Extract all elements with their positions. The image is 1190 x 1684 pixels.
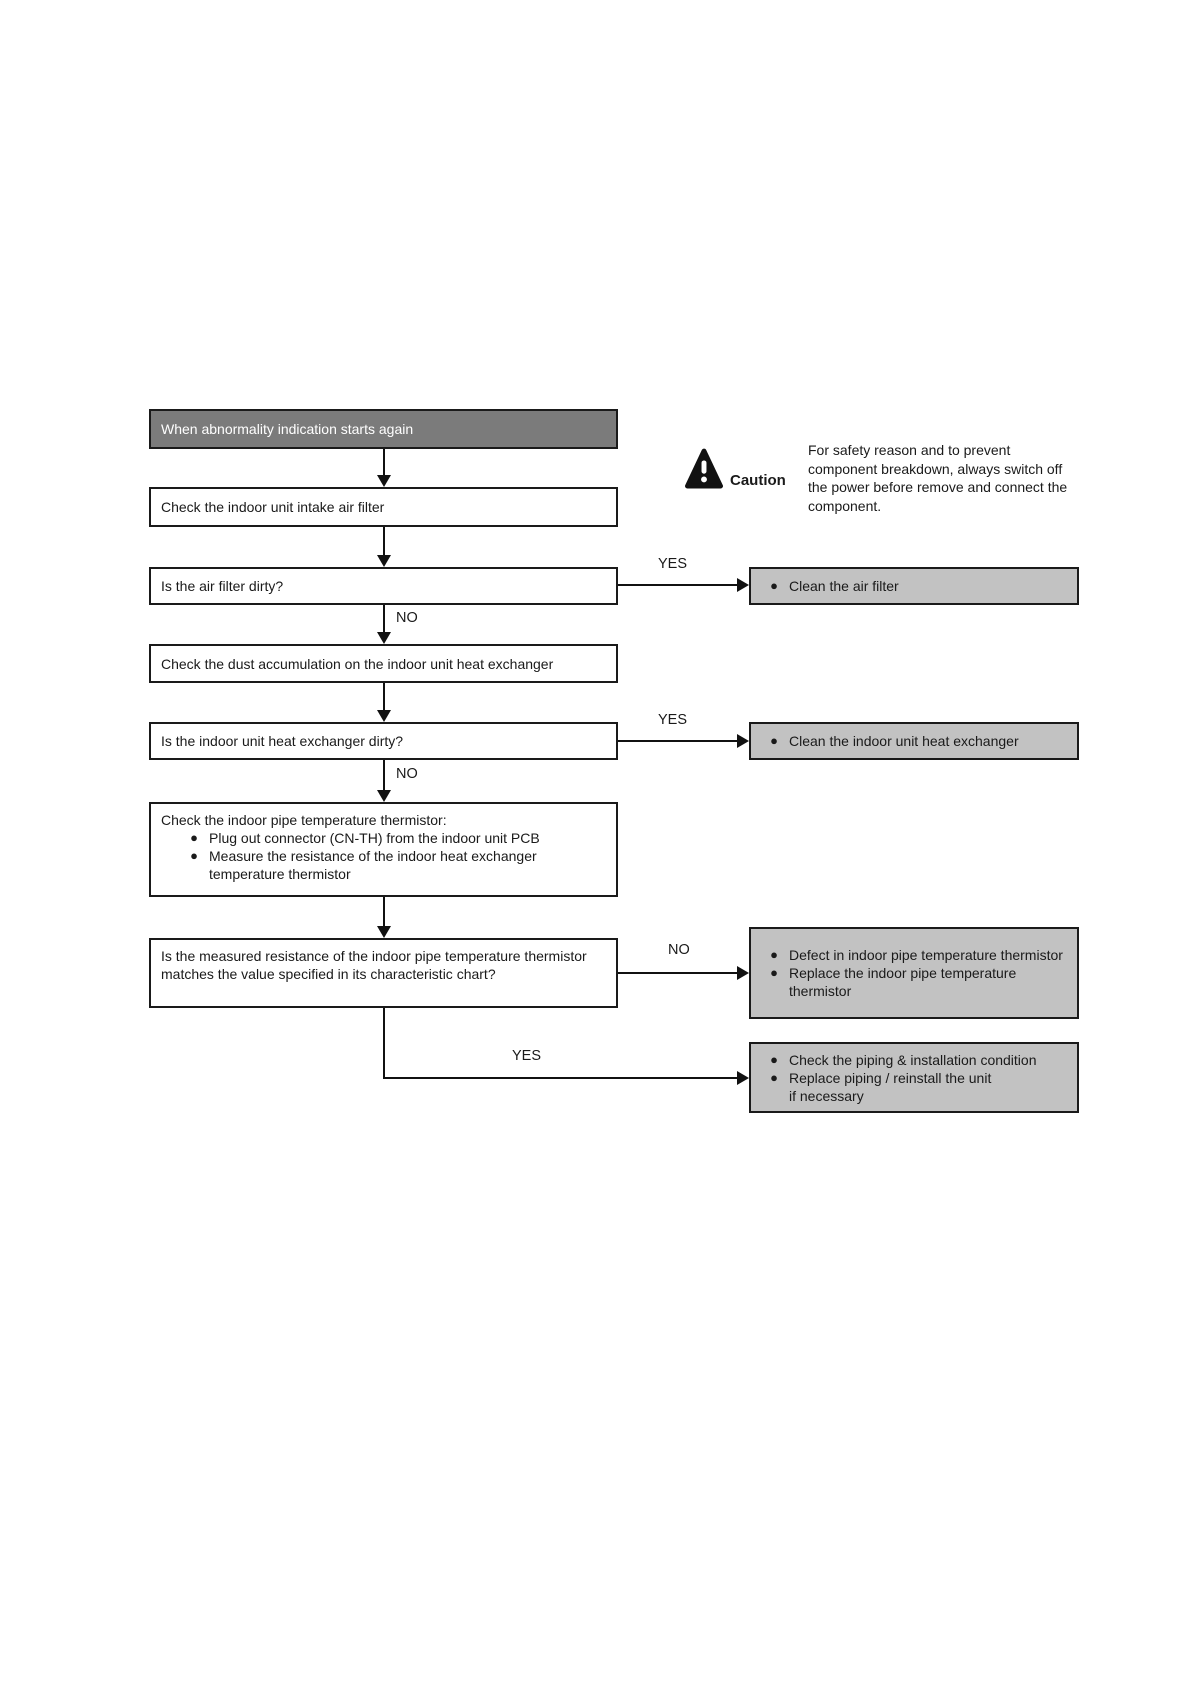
bullet-text: Replace piping / reinstall the unit if n…: [789, 1069, 992, 1104]
bullet-dot: ●: [190, 848, 198, 863]
start-box-label: When abnormality indication starts again: [161, 421, 414, 437]
bullet-text: Measure the resistance of the indoor hea…: [209, 848, 537, 882]
caution-label: Caution: [730, 472, 786, 489]
bullet-item: ● Defect in indoor pipe temperature ther…: [759, 946, 1073, 964]
no-label: NO: [396, 610, 418, 626]
bullet-item: ● Clean the air filter: [759, 577, 1073, 595]
result-box-defect-thermistor: ● Defect in indoor pipe temperature ther…: [749, 927, 1079, 1019]
decision-box-label: Is the indoor unit heat exchanger dirty?: [161, 733, 404, 749]
process-box-title: Check the indoor pipe temperature thermi…: [161, 812, 447, 828]
decision-box-label: Is the measured resistance of the indoor…: [161, 948, 587, 982]
flow-elbow-line: [383, 1008, 385, 1079]
process-box-check-thermistor: Check the indoor pipe temperature thermi…: [149, 802, 618, 897]
bullet-dot: ●: [770, 1051, 778, 1067]
decision-box-air-filter-dirty: Is the air filter dirty?: [149, 567, 618, 605]
arrow-right-icon: [737, 1071, 749, 1085]
bullet-text: Replace the indoor pipe temperature ther…: [789, 965, 1017, 999]
decision-box-label: Is the air filter dirty?: [161, 578, 284, 594]
result-box-check-piping: ● Check the piping & installation condit…: [749, 1042, 1079, 1113]
arrow-right-icon: [737, 578, 749, 592]
arrow-down-icon: [377, 475, 391, 487]
flow-arrow-line: [383, 1077, 738, 1079]
start-box: When abnormality indication starts again: [149, 409, 618, 449]
caution-text: For safety reason and to prevent compone…: [808, 442, 1068, 514]
arrow-down-icon: [377, 926, 391, 938]
arrow-down-icon: [377, 632, 391, 644]
bullet-dot: ●: [770, 947, 778, 962]
no-label: NO: [668, 942, 690, 958]
decision-box-resistance-match: Is the measured resistance of the indoor…: [149, 938, 618, 1008]
flow-arrow-line: [383, 527, 385, 556]
process-box-check-air-filter: Check the indoor unit intake air filter: [149, 487, 618, 527]
bullet-item: ● Replace piping / reinstall the unit if…: [759, 1069, 1073, 1105]
arrow-right-icon: [737, 734, 749, 748]
yes-label: YES: [658, 712, 688, 728]
flow-arrow-line: [383, 605, 385, 633]
flow-arrow-line: [618, 972, 738, 974]
flow-arrow-line: [618, 584, 738, 586]
yes-label: YES: [658, 556, 688, 572]
process-box-check-dust-accumulation: Check the dust accumulation on the indoo…: [149, 644, 618, 683]
result-box-clean-heat-exchanger: ● Clean the indoor unit heat exchanger: [749, 722, 1079, 760]
result-box-clean-air-filter: ● Clean the air filter: [749, 567, 1079, 605]
bullet-dot: ●: [190, 830, 198, 845]
bullet-text: Defect in indoor pipe temperature thermi…: [789, 947, 1063, 963]
flow-arrow-line: [383, 897, 385, 927]
bullet-text: Clean the indoor unit heat exchanger: [789, 733, 1019, 749]
process-box-label: Check the dust accumulation on the indoo…: [161, 655, 554, 672]
caution-block: Caution: [685, 448, 786, 490]
arrow-down-icon: [377, 710, 391, 722]
arrow-down-icon: [377, 790, 391, 802]
bullet-dot: ●: [770, 578, 778, 593]
bullet-item: ● Plug out connector (CN-TH) from the in…: [161, 829, 608, 847]
bullet-item: ● Clean the indoor unit heat exchanger: [759, 732, 1073, 750]
bullet-item: ● Replace the indoor pipe temperature th…: [759, 964, 1073, 1000]
flow-arrow-line: [383, 760, 385, 791]
flow-arrow-line: [383, 683, 385, 711]
bullet-dot: ●: [770, 965, 778, 980]
bullet-text: Plug out connector (CN-TH) from the indo…: [209, 830, 540, 846]
arrow-down-icon: [377, 555, 391, 567]
bullet-item: ● Measure the resistance of the indoor h…: [161, 847, 608, 883]
no-label: NO: [396, 766, 418, 782]
bullet-item: ● Check the piping & installation condit…: [759, 1051, 1073, 1069]
yes-label: YES: [512, 1048, 542, 1064]
flow-arrow-line: [618, 740, 738, 742]
bullet-dot: ●: [770, 1069, 778, 1085]
bullet-text: Check the piping & installation conditio…: [789, 1051, 1037, 1068]
bullet-dot: ●: [770, 733, 778, 748]
warning-triangle-icon: [685, 448, 723, 489]
arrow-right-icon: [737, 966, 749, 980]
decision-box-heat-exchanger-dirty: Is the indoor unit heat exchanger dirty?: [149, 722, 618, 760]
flow-arrow-line: [383, 449, 385, 476]
bullet-text: Clean the air filter: [789, 578, 899, 594]
process-box-label: Check the indoor unit intake air filter: [161, 499, 385, 515]
